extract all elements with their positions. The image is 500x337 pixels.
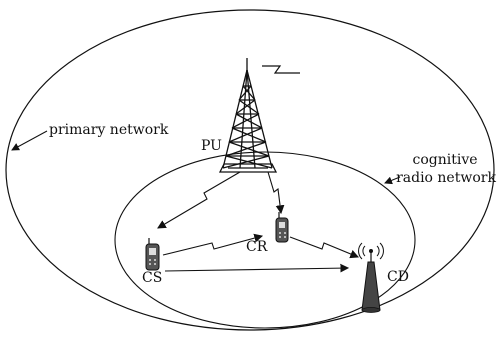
cognitive-network-pointer — [384, 176, 401, 185]
primary-network-ellipse — [5, 9, 495, 331]
pu-to-cs-link — [157, 171, 241, 229]
tower-broadcast-signal — [262, 65, 300, 74]
cr-to-cd-link — [289, 236, 360, 259]
cs-label: CS — [142, 270, 163, 286]
pu-tower-icon — [218, 58, 278, 173]
cd-receiver-icon — [358, 242, 384, 313]
cd-label: CD — [387, 269, 409, 285]
cognitive-network-ellipse — [114, 151, 416, 329]
cs-phone-icon — [145, 238, 160, 271]
cognitive-network-label-line2: radio network — [396, 170, 496, 186]
cr-label: CR — [246, 239, 268, 255]
cs-to-cr-link — [162, 233, 264, 256]
primary-network-label: primary network — [49, 122, 169, 138]
cognitive-network-label-line1: cognitive — [412, 152, 478, 168]
pu-to-cr-link — [267, 171, 285, 215]
pu-label: PU — [201, 138, 222, 154]
primary-network-pointer — [11, 130, 48, 151]
cr-phone-icon — [275, 212, 289, 243]
cs-to-cd-link — [164, 263, 350, 273]
